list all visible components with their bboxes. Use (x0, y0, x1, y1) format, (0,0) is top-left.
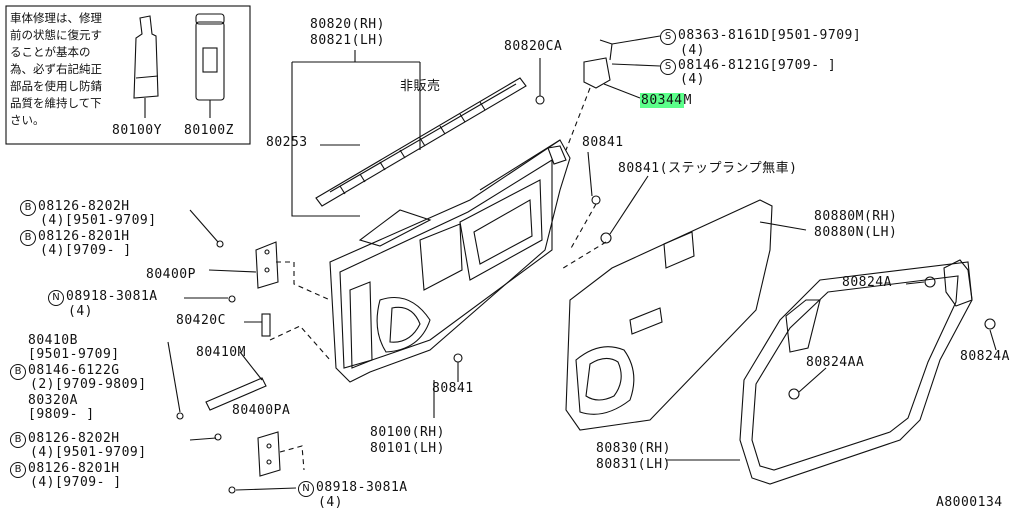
label-80820: 80820(RH) (310, 17, 385, 32)
spray-can-80100z (195, 13, 225, 118)
label-hihanbai: 非販売 (400, 79, 441, 94)
symbol-b-3: B (10, 364, 26, 380)
symbol-b-5: B (10, 462, 26, 478)
label-80880m: 80880M(RH) (814, 209, 898, 224)
label-80824aa: 80824AA (806, 355, 865, 370)
label-b3: 08146-6122G (28, 363, 120, 378)
label-80320a: 80320A (28, 393, 78, 408)
label-80820ca: 80820CA (504, 39, 563, 54)
label-bolt-s1-qty: (4) (680, 43, 705, 58)
note-box (5, 5, 251, 145)
grommet-80841-c (453, 353, 463, 363)
symbol-b-1: B (20, 200, 36, 216)
seal-finisher (924, 259, 996, 330)
label-bolt-s2-qty: (4) (680, 72, 705, 87)
label-b1: 08126-8202H (38, 199, 130, 214)
upper-hinge (255, 241, 279, 289)
label-b2-qty: (4)[9709- ] (40, 243, 132, 258)
door-trim-panel (565, 199, 773, 431)
label-80253: 80253 (266, 135, 308, 150)
label-80821: 80821(LH) (310, 33, 385, 48)
label-80824a-2: 80824A (960, 349, 1010, 364)
label-b3-qty: (2)[9709-9809] (30, 377, 147, 392)
label-80410b: 80410B (28, 333, 78, 348)
label-80101lh: 80101(LH) (370, 441, 445, 456)
highlighted-part-number: 80344 (640, 93, 684, 108)
symbol-s-2: S (660, 59, 676, 75)
symbol-n-2: N (298, 481, 314, 497)
label-80100rh: 80100(RH) (370, 425, 445, 440)
door-opening-seal (739, 261, 973, 485)
label-80410m: 80410M (196, 345, 246, 360)
lower-hinge (257, 431, 281, 477)
label-80841-c: 80841 (432, 381, 474, 396)
label-b5: 08126-8201H (28, 461, 120, 476)
label-80824a-1: 80824A (842, 275, 892, 290)
symbol-b-2: B (20, 230, 36, 246)
label-bolt-s2: 08146-8121G[9709- ] (678, 58, 837, 73)
label-b1-qty: (4)[9501-9709] (40, 213, 157, 228)
leader-lines (167, 151, 997, 491)
label-n2-qty: (4) (318, 495, 343, 510)
clip-80824aa (788, 367, 827, 400)
door-weatherstrip (315, 77, 527, 207)
sealant-tube-80100y (133, 15, 159, 118)
door-check-link (176, 240, 271, 494)
label-80100y: 80100Y (112, 123, 162, 138)
label-80344m: 80344M (640, 93, 692, 108)
label-n2: 08918-3081A (316, 480, 408, 495)
symbol-s-1: S (660, 29, 676, 45)
label-80410b-range: [9501-9709] (28, 347, 120, 362)
label-bolt-s1: 08363-8161D[9501-9709] (678, 28, 862, 43)
label-b5-qty: (4)[9709- ] (30, 475, 122, 490)
diagram-id: A8000134 (936, 495, 1003, 510)
label-80320a-range: [9809- ] (28, 407, 95, 422)
label-80831: 80831(LH) (596, 457, 671, 472)
label-n1: 08918-3081A (66, 289, 158, 304)
label-80841-b: 80841(ステップランプ無車) (618, 161, 798, 176)
grommet-80841-b (600, 232, 612, 244)
label-80400p: 80400P (146, 267, 196, 282)
door-shell (329, 139, 571, 383)
label-b4: 08126-8202H (28, 431, 120, 446)
assembly-lines (269, 203, 607, 471)
leader-80253 (291, 62, 360, 217)
grommet-80841-a (591, 195, 601, 205)
label-b2: 08126-8201H (38, 229, 130, 244)
label-80344m-suffix: M (683, 93, 692, 108)
bracket-80344m (565, 35, 661, 151)
label-n1-qty: (4) (68, 304, 93, 319)
symbol-b-4: B (10, 432, 26, 448)
label-80400pa: 80400PA (232, 403, 291, 418)
label-b4-qty: (4)[9501-9709] (30, 445, 147, 460)
label-80420c: 80420C (176, 313, 226, 328)
label-80880n: 80880N(LH) (814, 225, 898, 240)
clip-80820ca (535, 95, 545, 105)
repair-note-text: 車体修理は、修理前の状態に復元することが基本の為、必ず右記純正部品を使用し防錆品… (10, 11, 102, 127)
label-80100z: 80100Z (184, 123, 234, 138)
label-80830: 80830(RH) (596, 441, 671, 456)
symbol-n-1: N (48, 290, 64, 306)
label-80841-a: 80841 (582, 135, 624, 150)
